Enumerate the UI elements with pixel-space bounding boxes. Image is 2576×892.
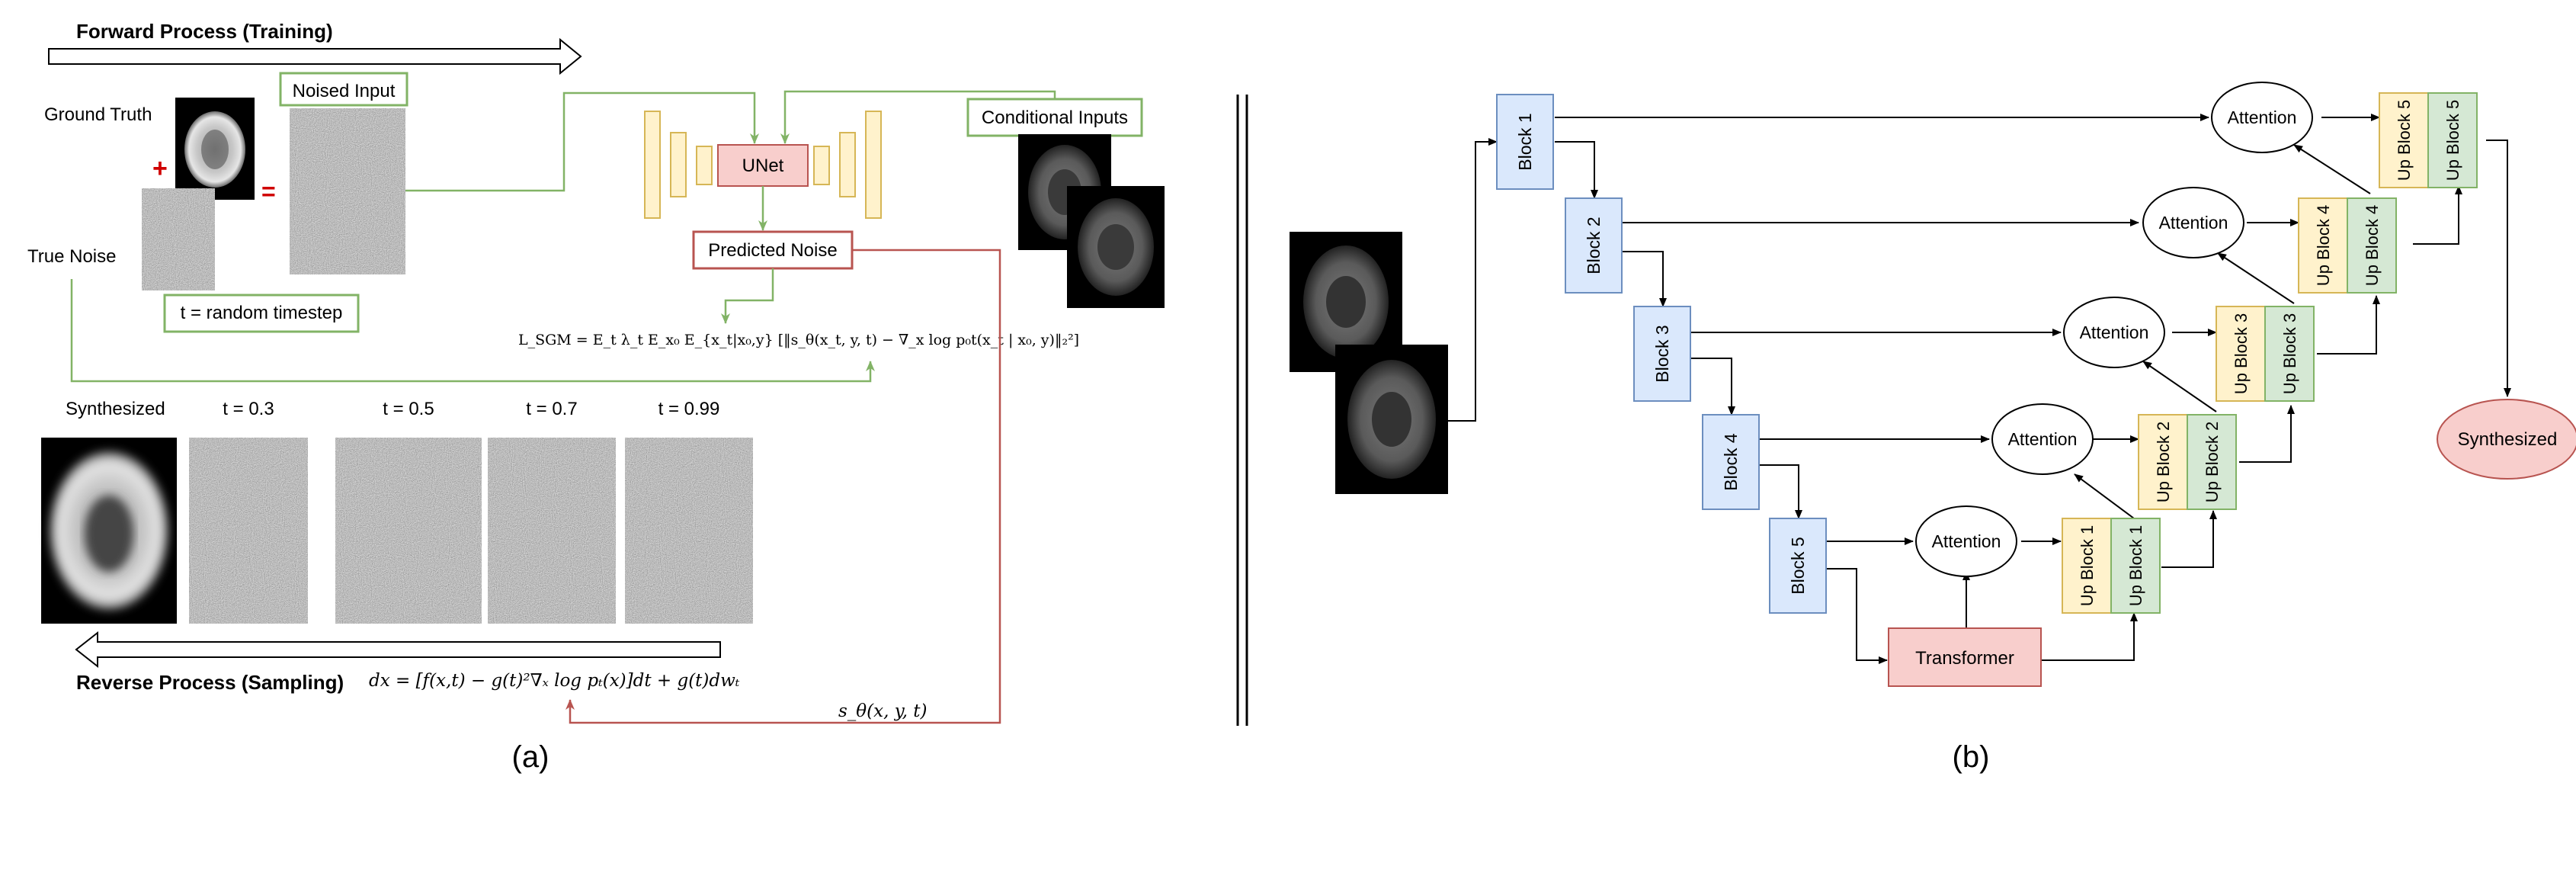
up-block-green	[2427, 92, 2478, 188]
up-block-label: Up Block 2	[2203, 422, 2222, 502]
up-block-yellow	[2138, 414, 2188, 510]
unet-box	[717, 144, 809, 187]
timestep-noise-image	[488, 438, 616, 624]
red-feedback-connector	[566, 249, 1001, 724]
up-block-label: Up Block 4	[2363, 205, 2382, 286]
up-block-green	[2110, 518, 2161, 614]
up-block-yellow	[2216, 306, 2266, 402]
attention-modules: AttentionAttentionAttentionAttentionAtte…	[1915, 82, 2313, 577]
loss-equation: L_SGM = E_t λ_t E_x₀ E_{x_t|x₀,y} [‖s_θ(…	[518, 332, 1079, 348]
synthesized-image-a	[41, 438, 177, 624]
attention-ellipse	[2142, 187, 2244, 258]
noised-input-label: Noised Input	[293, 81, 396, 101]
up-block-label: Up Block 4	[2314, 205, 2333, 286]
up-block-label: Up Block 3	[2280, 313, 2299, 394]
attention-label: Attention	[1932, 531, 2001, 551]
up-block-label: Up Block 3	[2232, 313, 2251, 394]
encoder-blocks: Block 1 Block 2 Block 3 Block 4 Block 5	[1496, 94, 1827, 614]
attention-label: Attention	[2008, 429, 2078, 449]
encoder-block-label: Block 4	[1721, 433, 1741, 491]
up-block-yellow	[2379, 92, 2429, 188]
architecture-connectors	[1448, 114, 2511, 664]
predicted-noise-box	[692, 230, 854, 270]
encoder-block-label: Block 1	[1515, 113, 1535, 170]
conditional-inputs-box	[966, 98, 1143, 137]
synthesized-output-ellipse	[2437, 399, 2576, 480]
attention-ellipse	[1915, 505, 2017, 577]
forward-process-arrow	[48, 37, 582, 75]
transformer-label: Transformer	[1915, 648, 2014, 669]
up-block-label: Up Block 1	[2078, 525, 2097, 606]
attention-ellipse	[1991, 403, 2094, 475]
green-connectors	[70, 90, 1056, 383]
attention-ellipse	[2211, 82, 2313, 153]
score-function-label: s_θ(x, y, t)	[838, 701, 928, 721]
up-block-label: Up Block 5	[2395, 100, 2414, 181]
caption-b: (b)	[1953, 740, 1990, 774]
timestep-tick-label: t = 0.5	[383, 399, 434, 419]
encoder-block	[1769, 518, 1827, 614]
attention-label: Attention	[2159, 213, 2228, 233]
up-block-green	[2187, 414, 2237, 510]
ground-truth-label: Ground Truth	[44, 104, 152, 125]
attention-label: Attention	[2080, 322, 2149, 342]
up-block-label: Up Block 2	[2154, 422, 2173, 502]
caption-a: (a)	[512, 740, 549, 774]
timestep-tick-label: t = 0.7	[526, 399, 577, 419]
reverse-process-arrow	[75, 630, 721, 669]
noised-input-image	[290, 108, 405, 274]
up-block-green	[2347, 197, 2397, 294]
plus-sign: +	[152, 154, 168, 183]
up-block-label: Up Block 5	[2443, 100, 2462, 181]
unet-label: UNet	[742, 156, 784, 176]
timestep-noise-image	[189, 438, 308, 624]
forward-process-title: Forward Process (Training)	[76, 20, 333, 43]
encoder-block-label: Block 2	[1584, 217, 1604, 274]
up-block-green	[2264, 306, 2315, 402]
timestep-tick-label: t = 0.3	[223, 399, 274, 419]
timestep-noise-image	[335, 438, 482, 624]
encoder-block-label: Block 3	[1652, 325, 1672, 382]
true-noise-image	[142, 188, 215, 290]
encoder-block	[1496, 94, 1554, 190]
unet-diagram	[644, 111, 882, 219]
timestep-image-strip	[189, 438, 753, 624]
transformer-box	[1888, 627, 2042, 687]
encoder-block	[1702, 414, 1760, 510]
timestep-tick-label: t = 0.99	[658, 399, 720, 419]
encoder-block	[1565, 197, 1623, 294]
timestep-noise-image	[625, 438, 753, 624]
true-noise-label: True Noise	[27, 246, 116, 267]
up-block-label: Up Block 1	[2126, 525, 2145, 606]
attention-label: Attention	[2228, 107, 2297, 127]
input-mri-2	[1335, 345, 1448, 494]
synthesized-label-a: Synthesized	[66, 399, 165, 419]
timestep-box	[163, 294, 360, 333]
input-mri-1	[1290, 232, 1402, 372]
encoder-block-label: Block 5	[1788, 537, 1808, 594]
predicted-noise-label: Predicted Noise	[708, 240, 837, 261]
timestep-label: t = random timestep	[181, 303, 343, 323]
synthesized-output-label: Synthesized	[2458, 429, 2558, 450]
decoder-up-blocks: Up Block 1 Up Block 1 Up Block 2 Up Block 2…	[2062, 92, 2478, 614]
conditional-inputs-label: Conditional Inputs	[982, 107, 1128, 128]
up-block-yellow	[2062, 518, 2112, 614]
sde-equation: dx = [f(x,t) − g(t)²∇ₓ log pₜ(x)]dt + g(…	[369, 671, 740, 691]
conditional-mri-2	[1067, 186, 1165, 308]
ground-truth-image	[175, 98, 255, 200]
encoder-block	[1633, 306, 1691, 402]
equals-sign: =	[261, 178, 276, 205]
noised-input-box	[279, 72, 409, 107]
attention-ellipse	[2063, 297, 2165, 368]
reverse-process-title: Reverse Process (Sampling)	[76, 671, 344, 694]
